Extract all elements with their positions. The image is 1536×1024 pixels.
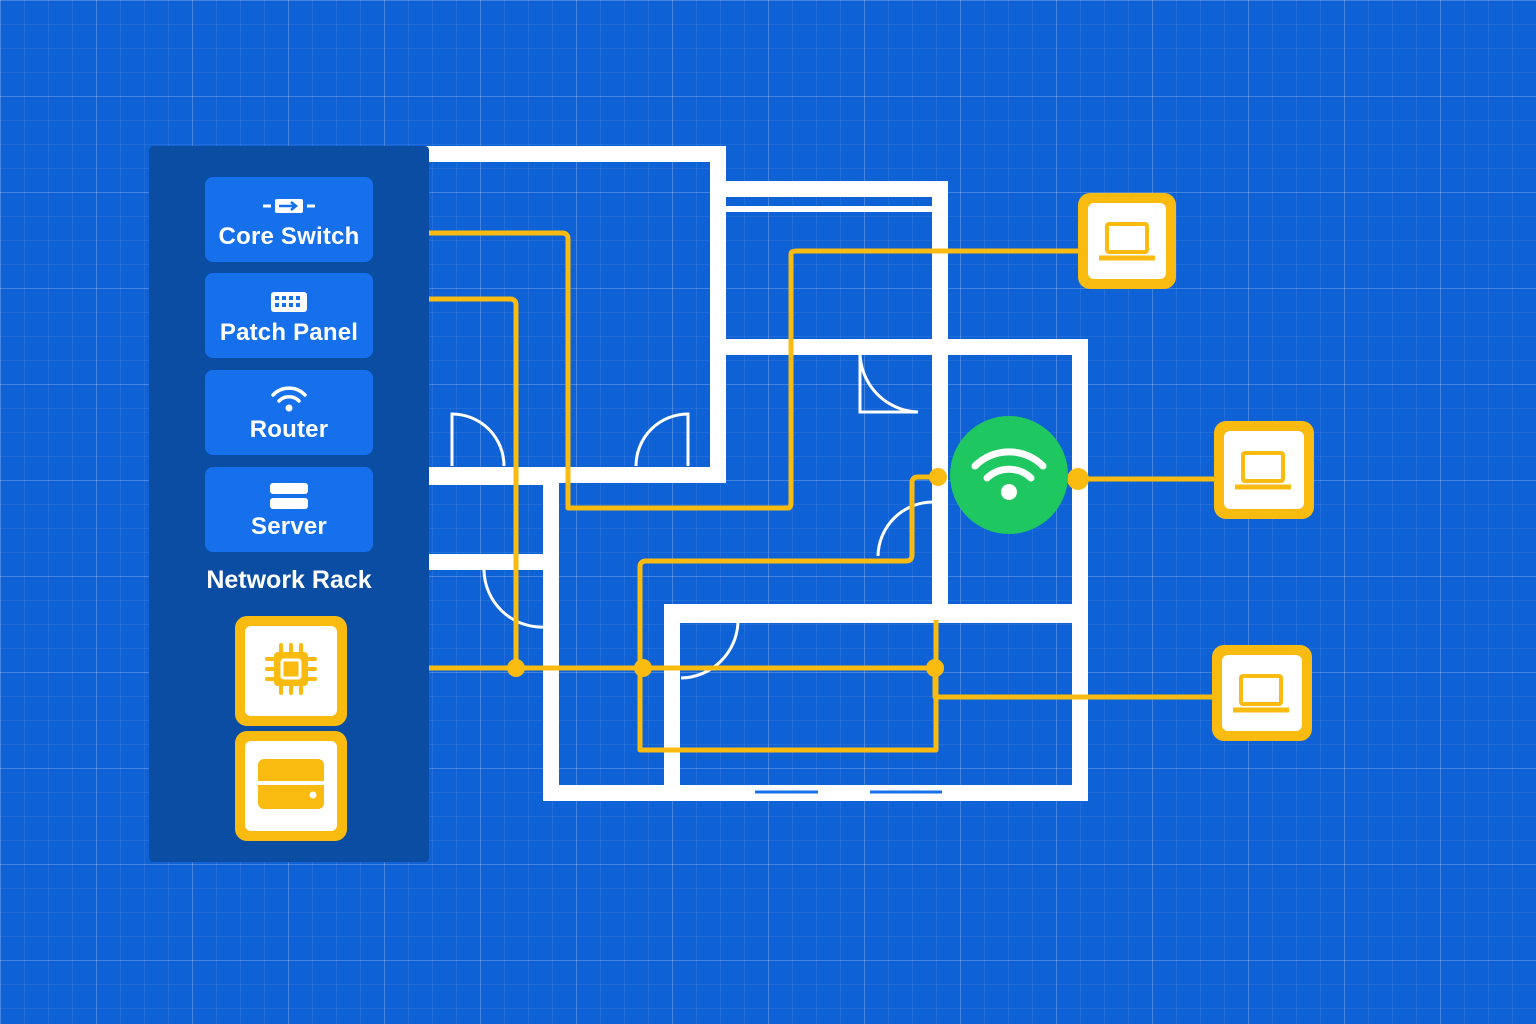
laptop-icon (1235, 451, 1291, 490)
server-button[interactable]: Server (205, 467, 373, 552)
core-switch-label: Core Switch (218, 222, 360, 250)
cable-core-switch (419, 230, 1080, 511)
laptop-icon (1099, 222, 1155, 261)
access-point[interactable] (950, 416, 1068, 534)
junction-1 (507, 659, 525, 677)
storage-device[interactable] (235, 731, 347, 841)
storage-icon (258, 758, 324, 814)
door-5 (876, 500, 934, 557)
server-label: Server (251, 512, 327, 540)
room-top-middle (718, 181, 948, 347)
wifi-icon (971, 448, 1047, 482)
laptop-endpoint-3[interactable] (1212, 645, 1312, 741)
patch-panel-button[interactable]: Patch Panel (205, 273, 373, 358)
room-left-corridor (413, 475, 551, 570)
switch-icon (261, 193, 317, 219)
server-icon (270, 482, 308, 509)
patch-panel-label: Patch Panel (219, 318, 359, 346)
door-3 (858, 351, 919, 414)
junction-ap-right (1067, 468, 1089, 490)
junction-2 (634, 659, 652, 677)
chip-icon (263, 641, 319, 702)
junction-3 (926, 659, 944, 677)
room-bottom (664, 604, 1080, 793)
laptop-icon (1233, 674, 1289, 713)
door-swings (450, 351, 934, 680)
laptop-endpoint-1[interactable] (1078, 193, 1176, 289)
junction-ap-left (929, 468, 947, 486)
router-wifi-icon (269, 385, 309, 412)
cable-patch-panel (419, 296, 519, 668)
network-cables (342, 230, 1215, 753)
chip-device[interactable] (235, 616, 347, 726)
router-label: Router (249, 415, 329, 443)
door-1 (450, 412, 506, 467)
cable-ap-loop (637, 474, 939, 753)
router-button[interactable]: Router (205, 370, 373, 455)
core-switch-button[interactable]: Core Switch (205, 177, 373, 262)
cable-bottom-right (932, 668, 1213, 700)
room-right (543, 339, 1088, 801)
network-rack-title: Network Rack (206, 566, 372, 594)
door-2 (634, 412, 690, 467)
door-4 (482, 569, 546, 629)
patch-panel-icon (271, 289, 307, 315)
laptop-endpoint-2[interactable] (1214, 421, 1314, 519)
door-6 (680, 621, 740, 680)
